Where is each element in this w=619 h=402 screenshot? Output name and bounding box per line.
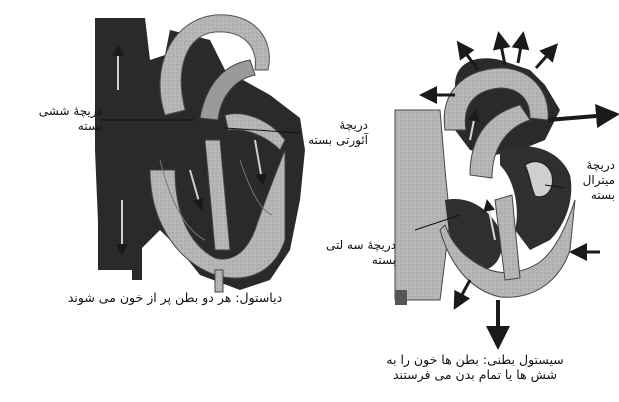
label-mitral-line2: میترال bbox=[570, 173, 615, 188]
label-aortic-line2: آئورتی بسته bbox=[298, 133, 368, 148]
systole-vena-cava bbox=[395, 110, 450, 300]
label-tricuspid-line1: دریچۀ سه لتی bbox=[326, 238, 396, 253]
label-aortic-line1: دریچۀ bbox=[298, 118, 368, 133]
label-pulmonary-line2: بسته bbox=[40, 119, 102, 134]
label-tricuspid-valve: دریچۀ سه لتی بسته bbox=[326, 238, 396, 268]
label-aortic-valve: دریچۀ آئورتی بسته bbox=[298, 118, 368, 148]
caption-systole-line2: شش ها یا تمام بدن می فرستند bbox=[360, 367, 590, 382]
diastole-lower-vessel bbox=[132, 245, 142, 280]
diastole-heart bbox=[95, 15, 305, 292]
systole-flow-arrow bbox=[536, 50, 552, 68]
systole-flow-arrow bbox=[518, 40, 522, 63]
systole-flow-arrow bbox=[458, 280, 470, 302]
caption-diastole: دیاستول: هر دو بطن پر از خون می شوند bbox=[60, 290, 290, 305]
label-tricuspid-line2: بسته bbox=[326, 253, 396, 268]
label-mitral-line1: دریچۀ bbox=[570, 158, 615, 173]
caption-systole: سیستول بطنی: بطن ها خون را به شش ها یا ت… bbox=[360, 352, 590, 382]
label-mitral-valve: دریچۀ میترال بسته bbox=[570, 158, 615, 203]
caption-systole-line1: سیستول بطنی: بطن ها خون را به bbox=[360, 352, 590, 367]
label-pulmonary-line1: دریچۀ ششی bbox=[40, 104, 102, 119]
label-pulmonary-valve: دریچۀ ششی بسته bbox=[40, 104, 102, 134]
label-mitral-line3: بسته bbox=[570, 188, 615, 203]
